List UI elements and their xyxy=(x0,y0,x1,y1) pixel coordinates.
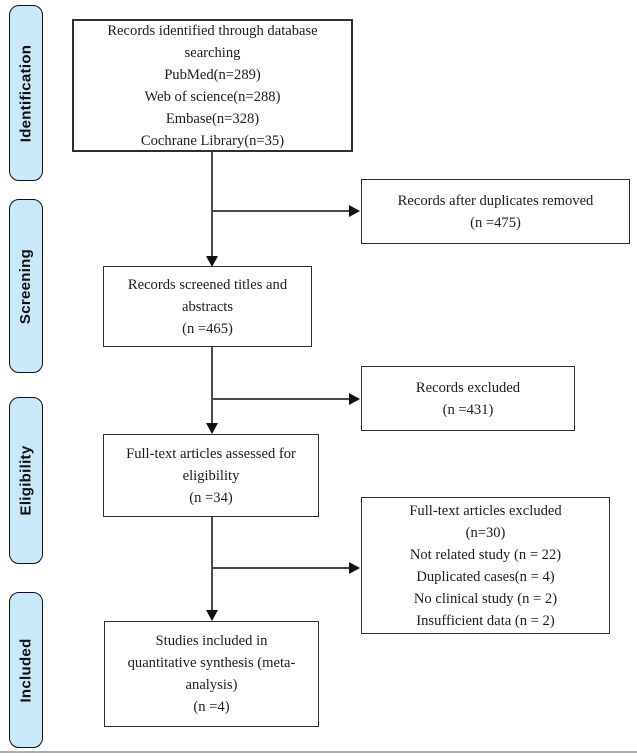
box-fulltext-excluded-line-6: Insufficient data (n = 2) xyxy=(416,612,555,629)
box-studies-included-line-2: quantitative synthesis (meta- xyxy=(127,655,296,671)
box-studies-included-line-4: (n =4) xyxy=(193,699,230,715)
box-records-identified: Records identified through database sear… xyxy=(72,19,353,152)
box-duplicates-removed-line-2: (n =475) xyxy=(470,214,521,231)
box-records-identified-line-5: Embase(n=328) xyxy=(165,110,260,127)
box-records-excluded-line-2: (n =431) xyxy=(442,401,494,418)
stage-included-label: Included xyxy=(17,637,35,703)
box-records-screened: Records screened titles and abstracts (n… xyxy=(103,266,312,347)
box-studies-included: Studies included in quantitative synthes… xyxy=(104,621,319,727)
box-fulltext-assessed: Full-text articles assessed for eligibil… xyxy=(103,434,319,517)
stage-included: Included xyxy=(9,592,43,748)
box-records-identified-line-3: PubMed(n=289) xyxy=(164,66,261,83)
connector-fulltext-to-included xyxy=(211,517,213,611)
figure-bottom-rule xyxy=(0,751,637,753)
box-fulltext-excluded-line-3: Not related study (n = 22) xyxy=(409,546,562,563)
connector-screened-to-fulltext xyxy=(211,347,213,424)
box-records-screened-line-2: abstracts xyxy=(181,298,234,315)
box-fulltext-excluded-line-1: Full-text articles excluded xyxy=(409,502,562,519)
arrowhead-down-to-screened-icon xyxy=(206,256,218,267)
box-fulltext-excluded: Full-text articles excluded (n=30) Not r… xyxy=(361,497,610,634)
connector-to-records-excluded xyxy=(212,398,349,400)
box-fulltext-assessed-line-3: (n =34) xyxy=(189,489,233,506)
arrowhead-down-to-fulltext-icon xyxy=(206,423,218,434)
box-duplicates-removed: Records after duplicates removed (n =475… xyxy=(361,179,630,244)
box-fulltext-excluded-line-5: No clinical study (n = 2) xyxy=(413,590,558,607)
stage-eligibility-label: Eligibility xyxy=(17,445,35,516)
box-records-identified-line-6: Cochrane Library(n=35) xyxy=(140,132,285,149)
box-records-screened-line-3: (n =465) xyxy=(182,320,233,337)
box-records-identified-line-2: searching xyxy=(184,44,241,61)
arrowhead-right-to-fulltext-excluded-icon xyxy=(349,562,360,574)
connector-identified-to-screened xyxy=(211,152,213,257)
box-fulltext-excluded-line-4: Duplicated cases(n = 4) xyxy=(416,568,555,585)
box-fulltext-assessed-line-2: eligibility xyxy=(182,467,240,484)
box-records-excluded-line-1: Records excluded xyxy=(415,379,521,396)
box-studies-included-line-3: analysis) xyxy=(185,677,238,693)
box-duplicates-removed-line-1: Records after duplicates removed xyxy=(397,192,594,209)
box-fulltext-assessed-line-1: Full-text articles assessed for xyxy=(126,445,296,462)
stage-identification-label: Identification xyxy=(17,44,35,142)
box-records-excluded: Records excluded (n =431) xyxy=(361,366,575,431)
stage-identification: Identification xyxy=(9,5,43,181)
connector-to-fulltext-excluded xyxy=(212,567,349,569)
arrowhead-right-to-duplicates-removed-icon xyxy=(349,205,360,217)
box-studies-included-line-1: Studies included in xyxy=(155,633,268,649)
box-records-identified-line-4: Web of science(n=288) xyxy=(144,88,281,105)
stage-screening: Screening xyxy=(9,199,43,373)
box-records-identified-line-1: Records identified through database xyxy=(107,22,318,39)
arrowhead-right-to-records-excluded-icon xyxy=(349,393,360,405)
box-records-screened-line-1: Records screened titles and xyxy=(127,276,288,293)
stage-screening-label: Screening xyxy=(17,248,35,324)
box-fulltext-excluded-line-2: (n=30) xyxy=(465,524,506,541)
connector-to-duplicates-removed xyxy=(212,210,349,212)
arrowhead-down-to-included-icon xyxy=(206,610,218,621)
stage-eligibility: Eligibility xyxy=(9,397,43,564)
